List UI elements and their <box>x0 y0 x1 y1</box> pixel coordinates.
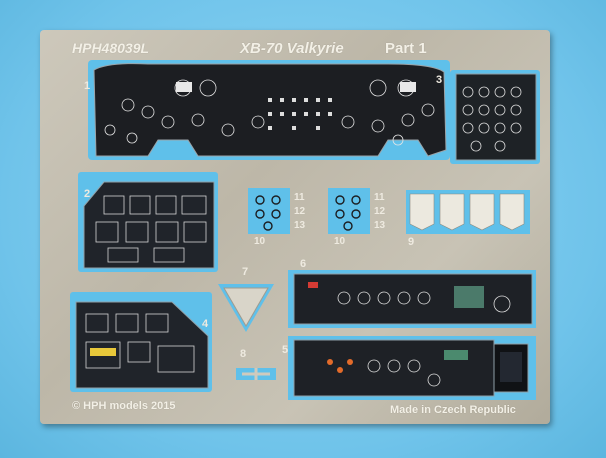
part-number-7: 7 <box>242 266 249 278</box>
part-number-11b: 11 <box>374 192 385 203</box>
part-number-8: 8 <box>240 348 247 360</box>
part-number-10a: 10 <box>254 236 266 247</box>
fret-title: XB-70 Valkyrie <box>240 40 344 57</box>
lower-left-console-panel <box>75 301 209 389</box>
small-placard-strips <box>409 193 525 231</box>
part-number-9: 9 <box>408 236 415 248</box>
side-console-panel <box>455 73 537 161</box>
part-number-11a: 11 <box>294 192 305 203</box>
part-number-5: 5 <box>282 344 289 356</box>
part-number-4: 4 <box>202 318 209 330</box>
part-number-6: 6 <box>300 258 307 270</box>
fret-part: Part 1 <box>385 40 427 57</box>
part-number-13a: 13 <box>294 220 306 231</box>
part-number-12b: 12 <box>374 206 386 217</box>
part-number-2: 2 <box>84 188 91 200</box>
part-number-1: 1 <box>84 80 91 92</box>
small-switch-plates-b <box>335 195 361 231</box>
center-console-panel-lower <box>293 339 529 397</box>
small-bracket-part <box>236 368 276 380</box>
triangular-plate <box>218 284 274 332</box>
part-number-13b: 13 <box>374 220 386 231</box>
copyright-text: © HPH models 2015 <box>72 400 176 412</box>
main-instrument-panel <box>93 63 447 157</box>
origin-text: Made in Czech Republic <box>390 404 516 416</box>
parts-10-13-cutout-b <box>328 188 370 234</box>
left-console-panel <box>83 181 215 269</box>
part-number-12a: 12 <box>294 206 306 217</box>
fret-code: HPH48039L <box>72 40 150 56</box>
part-number-3: 3 <box>436 74 443 86</box>
parts-10-13-cutout-a <box>248 188 290 234</box>
photo-etched-fret: HPH48039L XB-70 Valkyrie Part 1 <box>40 30 550 424</box>
part-number-10b: 10 <box>334 236 346 247</box>
small-switch-plates-a <box>255 195 281 231</box>
center-console-panel-upper <box>293 273 533 325</box>
